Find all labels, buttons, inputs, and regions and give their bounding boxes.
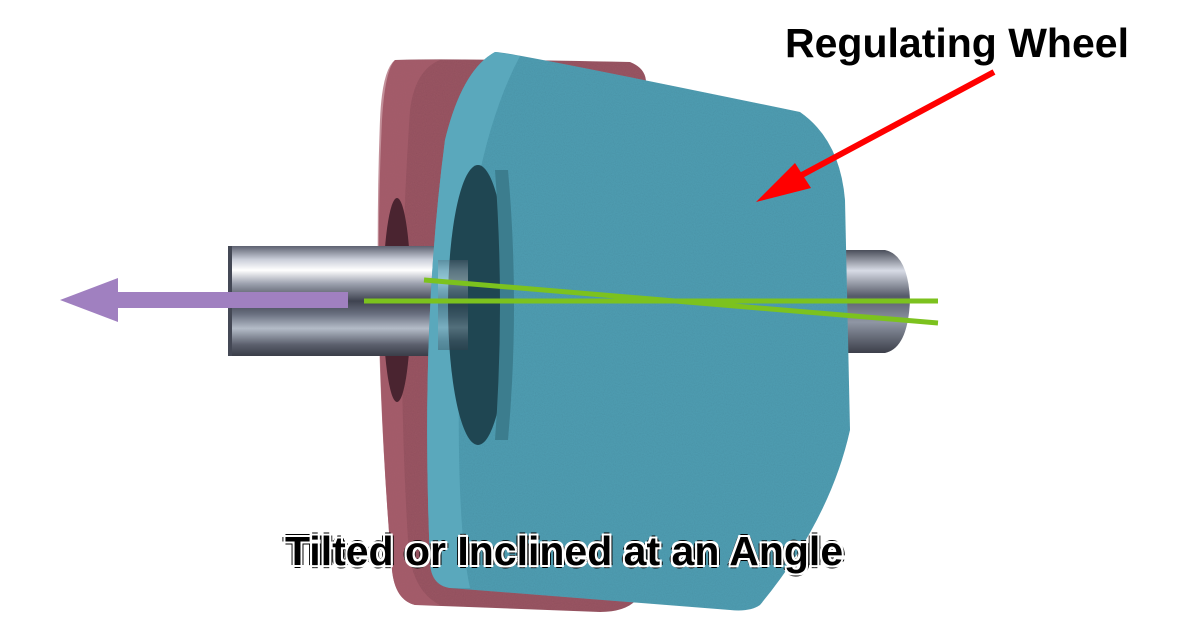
regulating-wheel (427, 51, 850, 611)
pointer-arrow (756, 69, 996, 202)
regulating-wheel-label: Regulating Wheel (785, 20, 1129, 66)
axis-lines (364, 277, 939, 326)
regulating-wheel-bore (448, 165, 508, 445)
feed-direction-arrow (60, 278, 348, 322)
tilt-caption: Tilted or Inclined at an Angle (285, 528, 844, 574)
